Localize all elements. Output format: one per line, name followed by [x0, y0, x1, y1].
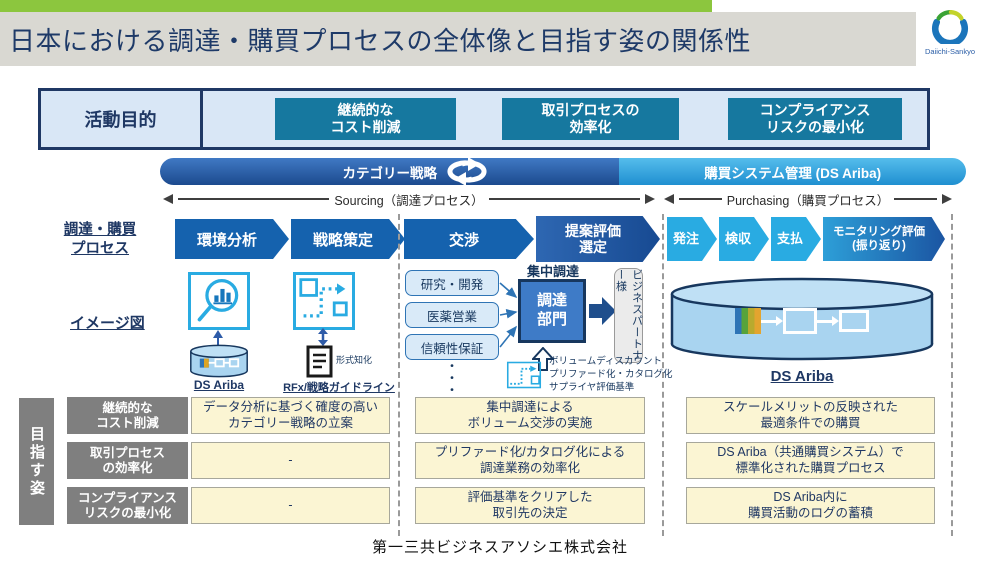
step-payment: 支払: [771, 217, 821, 261]
procurement-measures-list: ボリュームディスカウント プリファード化・カタログ化 サプライヤ評価基準: [549, 356, 673, 393]
sourcing-phase-arrow: Sourcing（調達プロセス）: [163, 191, 655, 208]
purchasing-phase-label: Purchasing（購買プロセス）: [726, 193, 890, 208]
rfx-guideline-label: RFx/戦略ガイドライン: [283, 382, 395, 394]
step-strategy-planning: 戦略策定: [291, 219, 405, 259]
ellipsis-dots-icon: ・・・: [445, 360, 457, 396]
procurement-dept-box: 調達 部門: [518, 279, 586, 343]
daiichi-sankyo-logo-icon: [931, 10, 969, 47]
arrow-right-icon: [645, 194, 655, 204]
process-node-icon: [839, 310, 869, 332]
step-environment-analysis: 環境分析: [175, 219, 289, 259]
category-strategy-label: カテゴリー戦略: [160, 158, 620, 185]
business-partner-box: ビジネスパートナー様: [614, 268, 643, 363]
company-logo: Daiichi-Sankyo: [910, 6, 990, 64]
dept-research: 研究・開発: [405, 270, 499, 296]
title-bar: 日本における調達・購買プロセスの全体像と目指す姿の関係性: [0, 12, 916, 66]
arrow-line: [178, 198, 330, 200]
target-state-label: 目指す姿: [19, 398, 54, 525]
data-source-icon: [735, 308, 761, 334]
process-row-label: 調達・購買 プロセス: [63, 222, 137, 257]
step-negotiation: 交渉: [404, 219, 534, 259]
purchasing-system-label: 購買システム管理 (DS Ariba): [619, 158, 966, 185]
sourcing-phase-label: Sourcing（調達プロセス）: [334, 193, 484, 208]
step-monitoring: モニタリング評価 (振り返り): [823, 217, 945, 261]
flow-arrow-icon: [832, 316, 839, 326]
arrow-line: [679, 198, 722, 200]
centralized-procurement-label: 集中調達: [526, 264, 579, 279]
strategy-banner: カテゴリー戦略 購買システム管理 (DS Ariba): [160, 158, 966, 185]
row-header-cost: 継続的な コスト削減: [67, 397, 188, 434]
table-cell: DS Ariba（共通購買システム）で 標準化された購買プロセス: [686, 442, 935, 479]
ds-ariba-big-label: DS Ariba: [770, 368, 834, 385]
table-cell: DS Ariba内に 購買活動のログの蓄積: [686, 487, 935, 524]
arrow-line: [488, 198, 640, 200]
ds-ariba-small-label: DS Ariba: [193, 378, 245, 392]
table-cell: スケールメリットの反映された 最適条件での購買: [686, 397, 935, 434]
activity-purpose-label: 活動目的: [84, 110, 157, 130]
purchasing-phase-arrow: Purchasing（購買プロセス）: [664, 191, 953, 208]
dashed-divider: [951, 214, 953, 536]
double-arrow-icon: [318, 328, 328, 346]
image-row-label: イメージ図: [70, 315, 145, 332]
goal-compliance-risk: コンプライアンス リスクの最小化: [728, 98, 902, 140]
table-cell: プリファード化/カタログ化による 調達業務の効率化: [415, 442, 645, 479]
data-analysis-panel: [188, 272, 250, 330]
magnifier-chart-icon: [197, 278, 239, 322]
data-flow-graphic: [668, 308, 936, 334]
step-proposal-evaluation: 提案評価 選定: [536, 216, 660, 262]
flow-arrow-icon: [817, 319, 832, 323]
hollow-up-arrow-icon: [532, 347, 554, 371]
document-icon: [306, 345, 333, 378]
keishikichika-label: 形式知化: [336, 355, 373, 365]
flow-arrow-icon: [761, 319, 776, 323]
dashed-divider: [662, 214, 664, 536]
ds-ariba-small-cylinder-icon: [190, 344, 248, 378]
activity-purpose-panel: 活動目的 継続的な コスト削減 取引プロセスの 効率化 コンプライアンス リスク…: [38, 88, 930, 150]
accent-bar: [0, 0, 712, 12]
row-header-compliance: コンプライアンス リスクの最小化: [67, 487, 188, 524]
ds-ariba-cylinder-icon: [670, 277, 934, 361]
table-cell: -: [191, 442, 390, 479]
mini-route-icon: [506, 361, 542, 389]
strategy-route-panel: [293, 272, 355, 330]
divider: [200, 91, 203, 147]
dept-reliability: 信頼性保証: [405, 334, 499, 360]
row-header-efficiency: 取引プロセス の効率化: [67, 442, 188, 479]
process-node-icon: [783, 308, 817, 334]
flow-arrow-icon: [776, 316, 783, 326]
route-map-icon: [299, 278, 348, 318]
arrow-left-icon: [163, 194, 173, 204]
step-ordering: 発注: [667, 217, 717, 261]
goal-process-efficiency: 取引プロセスの 効率化: [502, 98, 679, 140]
page-title: 日本における調達・購買プロセスの全体像と目指す姿の関係性: [9, 25, 752, 56]
arrow-right-icon: [942, 194, 953, 204]
arrow-left-icon: [664, 194, 674, 204]
dashed-divider: [398, 214, 400, 536]
convergence-arrows-icon: [499, 282, 518, 348]
logo-text: Daiichi-Sankyo: [924, 47, 976, 56]
sync-arrows-icon: [447, 157, 487, 186]
table-cell: -: [191, 487, 390, 524]
goal-cost-reduction: 継続的な コスト削減: [275, 98, 456, 140]
table-cell: データ分析に基づく確度の高い カテゴリー戦略の立案: [191, 397, 390, 434]
company-name: 第一三共ビジネスアソシエ株式会社: [371, 539, 628, 556]
table-cell: 集中調達による ボリューム交渉の実施: [415, 397, 645, 434]
table-cell: 評価基準をクリアした 取引先の決定: [415, 487, 645, 524]
step-inspection: 検収: [719, 217, 769, 261]
block-arrow-right-icon: [589, 297, 616, 325]
dept-pharma-sales: 医薬営業: [405, 302, 499, 328]
arrow-line: [894, 198, 938, 200]
ds-ariba-database: [668, 276, 936, 362]
up-arrow-icon: [213, 330, 223, 346]
